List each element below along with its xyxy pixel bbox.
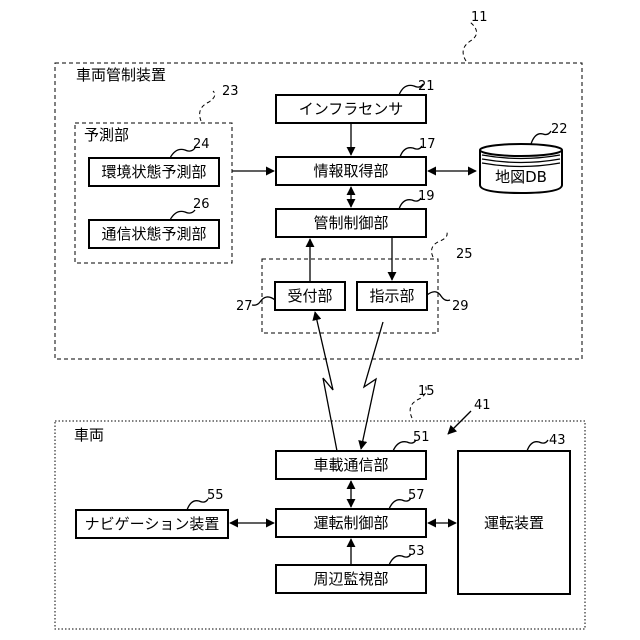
- navigation-block: ナビゲーション装置: [76, 510, 228, 538]
- comm-prediction-block: 通信状態予測部: [89, 220, 219, 248]
- ref-43: 43: [527, 433, 566, 451]
- svg-text:周辺監視部: 周辺監視部: [313, 570, 388, 588]
- instruction-block: 指示部: [357, 282, 427, 310]
- svg-text:41: 41: [474, 398, 491, 413]
- ref-29: 29: [427, 292, 469, 314]
- onboard-comm-block: 車載通信部: [276, 451, 426, 479]
- ref-55: 55: [187, 488, 224, 510]
- control-block: 管制制御部: [276, 209, 426, 237]
- svg-text:24: 24: [193, 137, 210, 152]
- ref-22: 22: [531, 122, 568, 144]
- ref-26: 26: [170, 197, 210, 220]
- ref-51: 51: [393, 430, 430, 451]
- svg-text:11: 11: [471, 10, 488, 25]
- wireless-uplink: [315, 312, 337, 451]
- ref-23: 23: [200, 84, 239, 121]
- svg-text:21: 21: [418, 79, 435, 94]
- info-acquisition-block: 情報取得部: [276, 157, 426, 185]
- ref-11: 11: [463, 10, 487, 61]
- svg-text:51: 51: [413, 430, 430, 445]
- infra-sensor-block: インフラセンサ: [276, 95, 426, 123]
- svg-text:受付部: 受付部: [287, 287, 332, 305]
- svg-text:29: 29: [452, 299, 469, 314]
- ref-57: 57: [389, 488, 425, 509]
- svg-text:43: 43: [549, 433, 566, 448]
- env-prediction-block: 環境状態予測部: [89, 158, 219, 186]
- ref-25: 25: [432, 230, 473, 262]
- ref-41: 41: [448, 398, 491, 434]
- svg-text:情報取得部: 情報取得部: [313, 162, 388, 180]
- svg-text:15: 15: [418, 384, 435, 399]
- svg-text:指示部: 指示部: [369, 287, 414, 305]
- ref-21: 21: [399, 79, 435, 95]
- svg-text:環境状態予測部: 環境状態予測部: [101, 163, 206, 181]
- svg-text:地図DB: 地図DB: [495, 168, 547, 186]
- ref-24: 24: [170, 137, 210, 158]
- svg-text:運転装置: 運転装置: [484, 514, 544, 532]
- ref-15: 15: [410, 384, 434, 418]
- map-db-block: 地図DB: [480, 144, 562, 193]
- svg-text:23: 23: [222, 84, 239, 99]
- svg-text:通信状態予測部: 通信状態予測部: [101, 225, 206, 243]
- drive-control-block: 運転制御部: [276, 509, 426, 537]
- ref-19: 19: [399, 189, 435, 209]
- driving-device-block: 運転装置: [458, 451, 570, 594]
- receiver-block: 受付部: [275, 282, 345, 310]
- vehicle-label: 車両: [74, 426, 104, 444]
- svg-text:車載通信部: 車載通信部: [313, 456, 388, 474]
- svg-text:管制制御部: 管制制御部: [313, 214, 388, 232]
- svg-text:22: 22: [551, 122, 568, 137]
- svg-text:26: 26: [193, 197, 210, 212]
- svg-text:運転制御部: 運転制御部: [313, 514, 388, 532]
- wireless-downlink: [361, 322, 383, 449]
- svg-text:17: 17: [419, 137, 436, 152]
- prediction-group-label: 予測部: [84, 126, 129, 144]
- svg-text:19: 19: [418, 189, 435, 204]
- svg-text:53: 53: [408, 544, 425, 559]
- surroundings-block: 周辺監視部: [276, 565, 426, 593]
- svg-text:57: 57: [408, 488, 425, 503]
- svg-text:55: 55: [207, 488, 224, 503]
- ref-53: 53: [389, 544, 425, 565]
- svg-text:25: 25: [456, 247, 473, 262]
- svg-text:27: 27: [236, 299, 253, 314]
- ref-27: 27: [236, 297, 275, 314]
- management-device-label: 車両管制装置: [76, 66, 166, 84]
- ref-17: 17: [400, 137, 436, 157]
- svg-text:インフラセンサ: インフラセンサ: [299, 100, 404, 118]
- svg-text:ナビゲーション装置: ナビゲーション装置: [85, 515, 220, 533]
